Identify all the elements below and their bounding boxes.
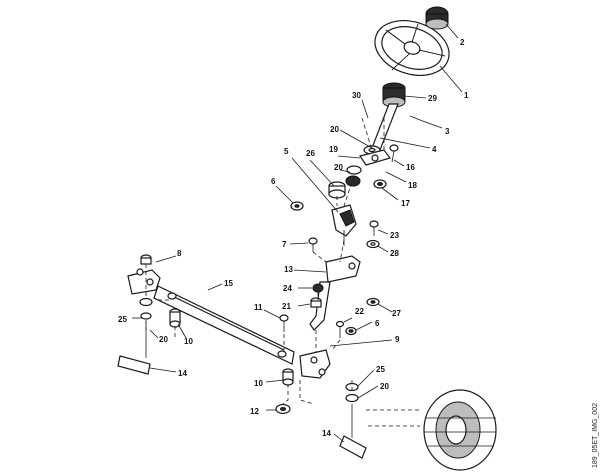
pin-3 bbox=[409, 115, 421, 121]
steering-arm-8-left bbox=[127, 268, 161, 295]
washer-20-left bbox=[139, 297, 153, 307]
callout-16: 16 bbox=[406, 163, 415, 172]
gear-18 bbox=[345, 175, 361, 187]
spacer-10-right bbox=[282, 368, 294, 386]
callout-14-left: 14 bbox=[178, 369, 187, 378]
steering-arm-9-right bbox=[299, 349, 331, 379]
callout-20-left: 20 bbox=[159, 335, 168, 344]
callout-6-lower: 6 bbox=[375, 319, 380, 328]
callout-8: 8 bbox=[177, 249, 182, 258]
bolt-16 bbox=[389, 144, 399, 163]
nut-24 bbox=[312, 283, 324, 293]
nut-8-left bbox=[140, 254, 152, 265]
callout-4: 4 bbox=[432, 145, 437, 154]
callout-3: 3 bbox=[445, 127, 450, 136]
callout-7: 7 bbox=[282, 240, 287, 249]
nut-6-lower bbox=[345, 326, 357, 336]
steering-wheel bbox=[374, 20, 450, 76]
image-code: 189_05ET_IMG_002 bbox=[592, 403, 599, 468]
callout-1: 1 bbox=[464, 91, 469, 100]
callout-2: 2 bbox=[460, 38, 465, 47]
steering-shaft bbox=[371, 103, 399, 151]
nut-12 bbox=[275, 403, 291, 415]
callout-25-right: 25 bbox=[376, 365, 385, 374]
callout-labels: 1 2 3 4 5 6 6 7 8 9 10 10 11 12 13 14 14… bbox=[118, 38, 469, 438]
callout-10-right: 10 bbox=[254, 379, 263, 388]
washer-20-right bbox=[345, 393, 359, 403]
front-axle-15 bbox=[153, 285, 295, 365]
washer-27 bbox=[366, 297, 380, 307]
callout-10-left: 10 bbox=[184, 337, 193, 346]
callout-15: 15 bbox=[224, 279, 233, 288]
callout-20-mid: 20 bbox=[334, 163, 343, 172]
bolt-23 bbox=[369, 220, 379, 236]
spindle-14-right bbox=[339, 404, 367, 459]
callout-11: 11 bbox=[254, 303, 263, 312]
front-wheel bbox=[423, 389, 497, 471]
roll-pin-30 bbox=[361, 99, 369, 119]
bolt-7 bbox=[308, 237, 318, 252]
washer-20-mid bbox=[346, 165, 362, 175]
callout-17: 17 bbox=[401, 199, 410, 208]
callout-6-top: 6 bbox=[271, 177, 276, 186]
washer-28 bbox=[366, 239, 380, 249]
bracket-19 bbox=[359, 149, 391, 166]
callout-20-top: 20 bbox=[330, 125, 339, 134]
callout-25-left: 25 bbox=[118, 315, 127, 324]
callout-27: 27 bbox=[392, 309, 401, 318]
callout-29: 29 bbox=[428, 94, 437, 103]
bolt-11 bbox=[279, 314, 289, 332]
spindle-14-left bbox=[117, 322, 151, 375]
callout-13: 13 bbox=[284, 265, 293, 274]
callout-21: 21 bbox=[282, 302, 291, 311]
bushing-21 bbox=[310, 297, 322, 308]
assembly-dashed-lines bbox=[145, 117, 420, 427]
bushing-29 bbox=[382, 82, 406, 108]
callout-12: 12 bbox=[250, 407, 259, 416]
callout-28: 28 bbox=[390, 249, 399, 258]
callout-24: 24 bbox=[283, 284, 292, 293]
bushing-25-left bbox=[140, 312, 152, 320]
bushing-26 bbox=[328, 181, 346, 199]
steering-wheel-cap bbox=[425, 6, 449, 30]
nut-17 bbox=[373, 179, 387, 189]
callout-26: 26 bbox=[306, 149, 315, 158]
callout-23: 23 bbox=[390, 231, 399, 240]
bolt-22 bbox=[335, 320, 345, 338]
callout-14-right: 14 bbox=[322, 429, 331, 438]
callout-22: 22 bbox=[355, 307, 364, 316]
nut-6-top bbox=[290, 201, 304, 211]
sector-gear-5 bbox=[331, 204, 357, 246]
leader-lines bbox=[132, 23, 463, 443]
callout-5: 5 bbox=[284, 147, 289, 156]
callout-20-right: 20 bbox=[380, 382, 389, 391]
callout-30: 30 bbox=[352, 91, 361, 100]
pitman-arm-13 bbox=[325, 255, 361, 283]
callout-19: 19 bbox=[329, 145, 338, 154]
callout-9: 9 bbox=[395, 335, 400, 344]
callout-18: 18 bbox=[408, 181, 417, 190]
